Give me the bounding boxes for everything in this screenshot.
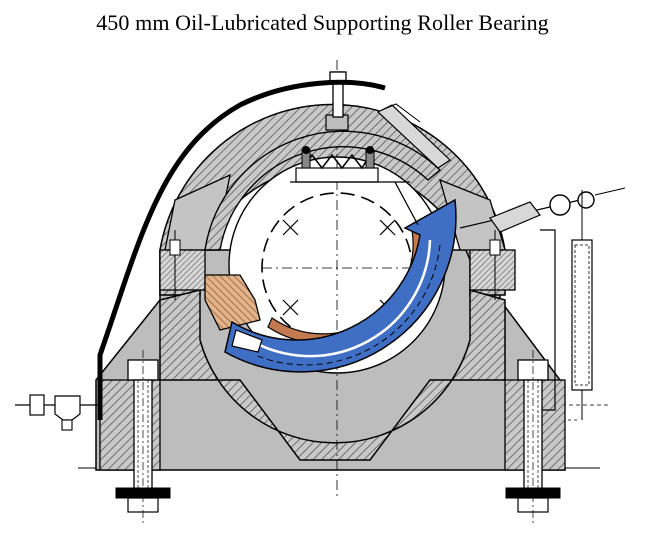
flange-bolt-right — [489, 230, 501, 300]
bearing-shell-blue — [224, 198, 457, 373]
anchor-bolt-right — [505, 350, 561, 525]
breather-vent — [329, 71, 347, 118]
flange-bolt-left — [169, 230, 181, 300]
oil-return-shield — [97, 79, 386, 420]
oil-scraper-assembly — [290, 146, 410, 183]
figure-title: 450 mm Oil-Lubricated Supporting Roller … — [96, 10, 549, 35]
oil-level-gauge — [459, 187, 626, 420]
oil-ring-guard — [376, 103, 451, 226]
drain-valve — [15, 394, 100, 431]
top-cover — [204, 114, 442, 251]
anchor-bolt-left — [115, 350, 171, 525]
